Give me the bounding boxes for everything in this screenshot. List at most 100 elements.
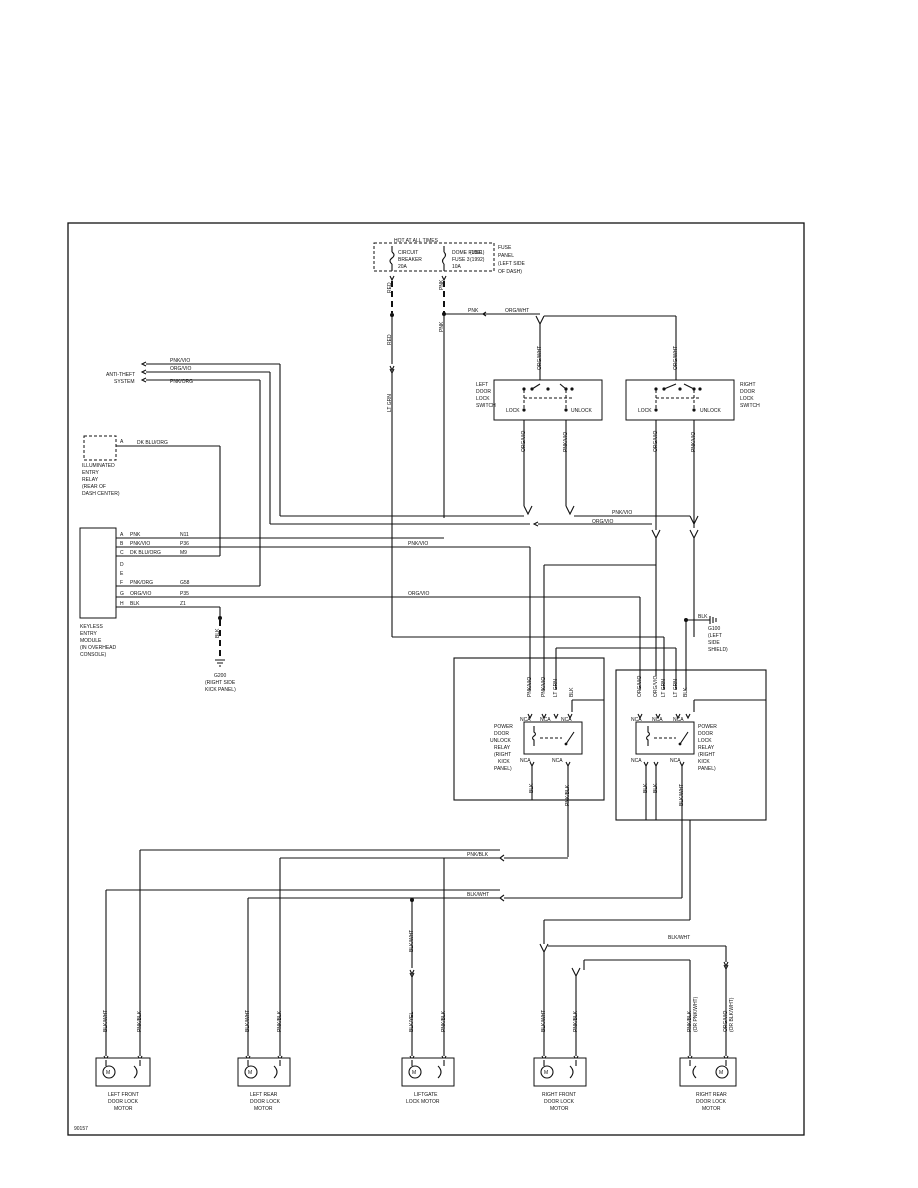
pin-letter-h: H [120,601,124,607]
module-pin-a: A PNK N11 [120,532,189,538]
right-switch-unlock-label: UNLOCK [700,408,722,414]
unlock-relay-nca-4: NCA [520,758,531,764]
wire-label-unlock-out-blk: BLK [529,783,535,793]
right-door-lock-switch [625,379,735,421]
wire-label-unlock-blk: BLK [569,687,575,697]
rf-motor-label-2: DOOR LOCK [544,1099,575,1105]
wire-label-lg-blk-yel: BLK/YEL [409,1011,415,1032]
wire-label-anti-theft-pnk-org: PNK/ORG [170,379,193,385]
keyless-label-4: (IN OVERHEAD [80,645,117,651]
wire-label-g200-blk: BLK [215,628,221,638]
illum-relay-label-5: DASH CENTER) [82,491,120,497]
pin-letter-a: A [120,532,124,538]
lock-relay-nca-2: NCA [652,717,663,723]
pin-color-b: PNK/VIO [130,541,150,547]
lock-relay-nca-1: NCA [631,717,642,723]
module-pin-f: F PNK/ORG G58 [120,580,190,586]
pin-letter-f: F [120,580,123,586]
right-switch-label-3: LOCK [740,396,754,402]
rr-pnk-line-1: PNK/BLK [687,1010,693,1032]
keyless-label-1: KEYLESS [80,624,103,630]
motor-right-rear: M [679,1055,737,1087]
lock-relay-nca-4: NCA [631,758,642,764]
wire-label-org-wht-left-switch: ORG/WHT [537,346,543,370]
wire-label-module-org-vio: ORG/VIO [408,591,430,597]
wire-label-red-mid: RED [387,334,393,345]
fuse-panel-label-3: (LEFT SIDE [498,261,526,267]
left-door-lock-switch [493,379,603,421]
g200-label-3: KICK PANEL) [205,687,236,693]
unlock-relay-label-7: PANEL) [494,766,512,772]
keyless-label-5: CONSOLE) [80,652,106,658]
wire-label-unlock-lt-grn: LT GRN [553,679,559,697]
pin-letter-g: G [120,591,124,597]
dome-fuse-label-2: FUSE 3 [452,257,470,263]
dome-fuse-label-1: DOME FUSE [452,250,482,256]
unlock-relay-nca-2: NCA [540,717,551,723]
left-switch-label-4: SWITCH [476,403,496,409]
lock-relay-label-7: PANEL) [698,766,716,772]
wire-label-dk-blu-org-relay: DK BLU/ORG [137,440,168,446]
rr-org-line-2: (OR BLK/WHT) [729,997,735,1032]
lock-relay-label-2: DOOR [698,731,713,737]
wire-label-rr-pnk-blk-alt: PNK/BLK (OR PNK/WHT) [687,996,699,1032]
g100-label-2: (LEFT [708,633,722,639]
illum-relay-label-4: (REAR OF [82,484,106,490]
pin-code-h: Z1 [180,601,186,607]
figure-id: 90157 [74,1126,88,1132]
pin-letter-b: B [120,541,124,547]
motor-m-rr: M [719,1070,723,1076]
lock-relay-label-3: LOCK [698,738,712,744]
wire-label-pnk-bus: PNK [468,308,479,314]
motor-m-lf: M [106,1070,110,1076]
lock-relay-nca-5: NCA [670,758,681,764]
pin-code-c: M9 [180,550,187,556]
fuse-id-1992: (1992) [470,257,485,263]
pin-letter-c: C [120,550,124,556]
right-switch-label-4: SWITCH [740,403,760,409]
wire-label-unlock-out-pnk-blk: PNK/BLK [565,784,571,806]
rf-motor-label-1: RIGHT FRONT [542,1092,576,1098]
wire-label-org-wht-right-switch: ORG/WHT [673,346,679,370]
wire-label-rf-pnk-blk: PNK/BLK [573,1010,579,1032]
lock-relay-label-5: (RIGHT [698,752,715,758]
wire-label-pnk-top: PNK [439,279,445,290]
lf-motor-label-1: LEFT FRONT [108,1092,139,1098]
unlock-relay-label-3: UNLOCK [490,738,512,744]
lg-motor-label-2: LOCK MOTOR [406,1099,440,1105]
motor-right-front: M [533,1055,587,1087]
wire-label-lock-out-blk-2: BLK [653,783,659,793]
lr-motor-label-2: DOOR LOCK [250,1099,281,1105]
pin-color-h: BLK [130,601,140,607]
module-pin-d: D [120,562,124,568]
unlock-relay-label-1: POWER [494,724,513,730]
wire-label-right-switch-org-vio: ORG/VIO [653,430,659,452]
wire-label-unlock-pnk-vio-2: PNK/VIO [541,677,547,697]
motor-liftgate: M [401,1055,455,1087]
pin-code-b: P36 [180,541,189,547]
circuit-breaker-label-3: 20A [398,264,408,270]
pin-code-f: G58 [180,580,190,586]
lock-relay-label-1: POWER [698,724,717,730]
keyless-entry-module [79,527,117,619]
wire-label-module-pnk-vio: PNK/VIO [408,541,428,547]
wire-label-pnk-mid: PNK [439,321,445,332]
module-pin-c: C DK BLU/ORG M9 [120,550,187,556]
wire-label-dist-blk-wht: BLK/WHT [467,892,489,898]
lock-relay-nca-3: NCA [673,717,684,723]
right-switch-label-1: RIGHT [740,382,756,388]
circuit-breaker-label-2: BREAKER [398,257,422,263]
dome-fuse-symbol [441,251,447,265]
wire-label-red-top: RED [387,282,393,293]
wire-label-bus-pnk-vio: PNK/VIO [612,510,632,516]
wire-label-g100-blk: BLK [698,614,708,620]
lg-motor-label-1: LIFTGATE [414,1092,438,1098]
wire-label-lock-out-blk: BLK [643,783,649,793]
pin-letter-d: D [120,562,124,568]
motor-m-rf: M [544,1070,548,1076]
wire-label-right-switch-pnk-vio: PNK/VIO [691,432,697,452]
pin-color-c: DK BLU/ORG [130,550,161,556]
g100-label-3: SIDE [708,640,720,646]
rr-motor-label-1: RIGHT REAR [696,1092,727,1098]
